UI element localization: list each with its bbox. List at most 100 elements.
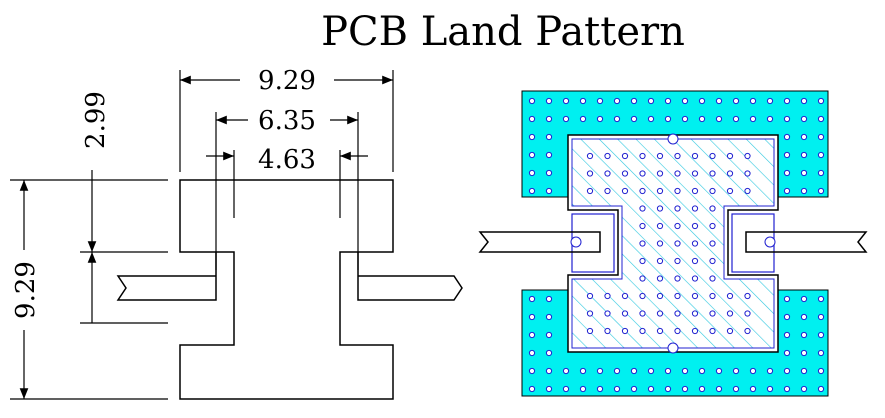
via-dot <box>656 327 664 335</box>
via-dot <box>691 327 699 335</box>
via-dot <box>698 115 706 123</box>
via-dot <box>674 275 681 282</box>
via-dot <box>732 115 740 123</box>
via-dot <box>579 367 587 375</box>
via-dot <box>630 385 638 393</box>
via-dot <box>783 385 791 393</box>
via-dot <box>817 169 825 177</box>
via-dot <box>749 367 757 375</box>
via-dot <box>744 292 751 300</box>
via-dot <box>604 187 611 195</box>
via-dot <box>698 367 706 375</box>
via-dot <box>749 385 757 393</box>
via-dot <box>744 187 751 195</box>
via-dot <box>639 152 646 160</box>
via-dot <box>783 349 791 357</box>
via-dot <box>639 257 646 265</box>
via-dot <box>744 170 751 177</box>
via-dot <box>817 331 825 339</box>
dim-overall-height: 9.29 <box>11 261 41 319</box>
via-dot <box>732 97 740 105</box>
via-dot <box>621 310 629 317</box>
via-dot <box>647 97 655 105</box>
via-dot <box>709 310 716 317</box>
via-dot <box>691 257 699 265</box>
via-dot <box>783 187 791 195</box>
via-dot <box>709 257 716 265</box>
via-dot <box>726 187 734 195</box>
via-dot <box>709 152 716 160</box>
via-dot <box>545 313 553 321</box>
via-dot <box>766 367 774 375</box>
via-dot <box>656 222 664 230</box>
via-dot <box>528 385 536 393</box>
via-dot <box>732 367 740 375</box>
via-dot <box>528 151 536 159</box>
via-dot <box>698 385 706 393</box>
via-dot <box>604 292 611 300</box>
via-dot <box>674 187 681 195</box>
via-dot <box>613 367 621 375</box>
via-dot <box>613 97 621 105</box>
via-dot <box>691 222 699 230</box>
via-dot <box>691 152 699 160</box>
via-dot <box>766 385 774 393</box>
via-dot <box>749 115 757 123</box>
via-dot <box>800 151 808 159</box>
via-dot <box>726 310 734 317</box>
via-dot <box>528 169 536 177</box>
via-dot <box>528 313 536 321</box>
via-dot <box>639 240 646 247</box>
via-dot <box>691 240 699 247</box>
via-dot <box>630 115 638 123</box>
via-dot <box>726 292 734 300</box>
via-dot <box>800 367 808 375</box>
via-dot <box>800 97 808 105</box>
via-dot <box>709 187 716 195</box>
via-dot <box>639 275 646 282</box>
via-dot <box>744 152 751 160</box>
via-dot <box>545 367 553 375</box>
via-dot <box>744 310 751 317</box>
via-dot <box>562 115 570 123</box>
via-dot <box>783 313 791 321</box>
via-dot <box>817 187 825 195</box>
via-dot <box>817 151 825 159</box>
via-dot <box>766 97 774 105</box>
via-grid <box>528 97 825 393</box>
via-dot <box>621 152 629 160</box>
via-dot <box>709 292 716 300</box>
via-dot <box>698 97 706 105</box>
via-dot <box>639 170 646 177</box>
via-dot <box>691 205 699 212</box>
via-dot <box>656 205 664 212</box>
via-dot <box>674 205 681 212</box>
via-dot <box>732 385 740 393</box>
via-dot <box>674 327 681 335</box>
via-dot <box>528 295 536 303</box>
right-lead <box>745 231 868 253</box>
via-dot <box>639 205 646 212</box>
via-dot <box>621 327 629 335</box>
via-dot <box>783 169 791 177</box>
via-dot <box>596 367 604 375</box>
via-dot <box>604 170 611 177</box>
via-dot <box>715 115 723 123</box>
via-dot <box>715 97 723 105</box>
via-dot <box>656 310 664 317</box>
dim-overall-width: 9.29 <box>258 66 316 96</box>
via-dot <box>656 275 664 282</box>
dim-pad-span: 6.35 <box>258 106 316 136</box>
via-dot <box>596 97 604 105</box>
via-dot <box>545 169 553 177</box>
via-dot <box>656 187 664 195</box>
via-dot <box>604 310 611 317</box>
via-dot <box>817 313 825 321</box>
via-dot <box>681 367 689 375</box>
via-dot <box>817 349 825 357</box>
via-dot <box>681 115 689 123</box>
via-dot <box>528 331 536 339</box>
via-dot <box>674 257 681 265</box>
via-dot <box>596 385 604 393</box>
dim-pad-height: 2.99 <box>81 91 111 149</box>
